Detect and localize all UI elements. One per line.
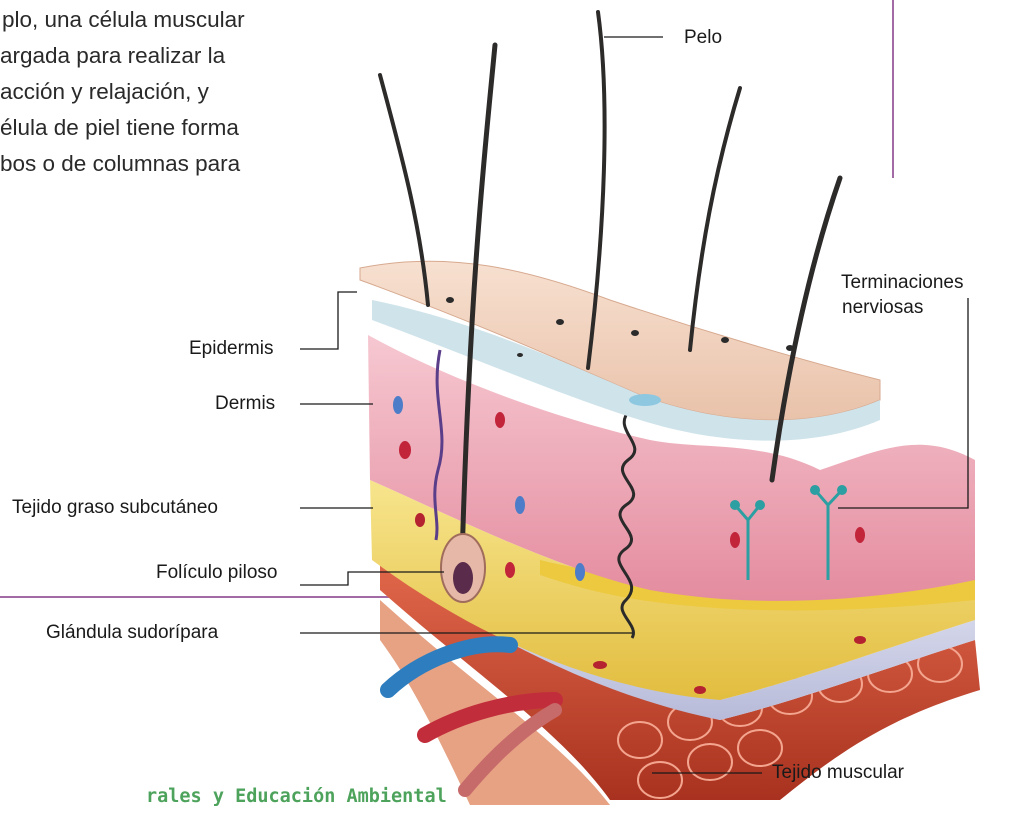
label-epidermis: Epidermis: [189, 338, 273, 360]
footer-title: rales y Educación Ambiental: [146, 786, 447, 807]
label-pelo: Pelo: [684, 27, 722, 49]
label-tejido-graso: Tejido graso subcutáneo: [12, 497, 218, 519]
label-foliculo: Folículo piloso: [156, 562, 277, 584]
hair-follicle: [441, 534, 485, 602]
label-terminaciones-line2: nerviosas: [842, 297, 923, 319]
label-dermis: Dermis: [215, 393, 275, 415]
label-terminaciones-line1: Terminaciones: [841, 272, 964, 294]
label-glandula: Glándula sudorípara: [46, 622, 218, 644]
label-tejido-muscular: Tejido muscular: [772, 762, 904, 784]
